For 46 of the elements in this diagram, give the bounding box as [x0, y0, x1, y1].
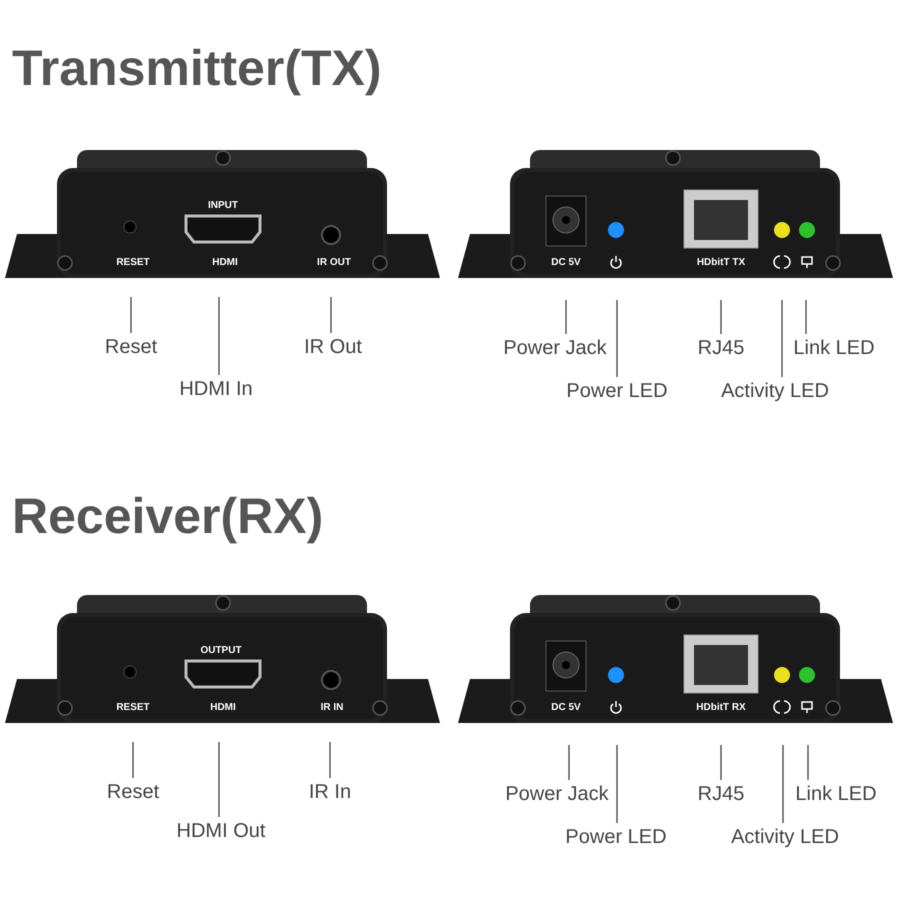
leader-line [720, 745, 722, 780]
panel-label: IR OUT [317, 257, 351, 269]
panel-label: HDMI [212, 257, 238, 269]
callout-label: Activity LED [721, 379, 829, 403]
callout-label: Power Jack [505, 782, 609, 806]
leader-line [616, 300, 618, 377]
callout-label: RJ45 [698, 782, 744, 806]
callout-label: HDMI Out [176, 819, 266, 843]
leader-line [329, 742, 331, 778]
callout-label: Reset [106, 780, 160, 804]
panel-label: RESET [116, 702, 150, 714]
callout-label: Link LED [793, 336, 875, 360]
panel-label: INPUT [208, 200, 238, 212]
panel-label: HDbitT RX [696, 702, 746, 714]
leader-line [807, 745, 809, 780]
callout-label: IR In [308, 780, 352, 804]
leader-line [330, 297, 332, 333]
leader-line [132, 742, 134, 778]
leader-line [720, 300, 722, 334]
callout-label: Power LED [565, 825, 667, 849]
callout-label: RJ45 [698, 336, 744, 360]
panel-label: DC 5V [551, 702, 581, 714]
panel-label: RESET [116, 257, 150, 269]
leader-line [218, 742, 220, 817]
section-heading: Receiver(RX) [12, 488, 324, 544]
leader-line [782, 745, 784, 823]
callout-label: HDMI In [179, 377, 253, 401]
callout-label: IR Out [304, 335, 362, 359]
section-heading: Transmitter(TX) [12, 40, 382, 96]
leader-line [130, 297, 132, 333]
leader-line [218, 297, 220, 375]
panel-label: OUTPUT [200, 645, 242, 657]
callout-label: Activity LED [731, 825, 839, 849]
leader-line [568, 745, 570, 780]
panel-label: IR IN [320, 702, 344, 714]
callout-label: Reset [104, 335, 158, 359]
leader-line [565, 300, 567, 334]
panel-label: HDMI [210, 702, 236, 714]
leader-line [616, 745, 618, 823]
leader-line [805, 300, 807, 334]
panel-label: DC 5V [551, 257, 581, 269]
callout-label: Power LED [566, 379, 668, 403]
callout-label: Link LED [795, 782, 877, 806]
leader-line [781, 300, 783, 377]
callout-label: Power Jack [503, 336, 607, 360]
panel-label: HDbitT TX [696, 257, 746, 269]
